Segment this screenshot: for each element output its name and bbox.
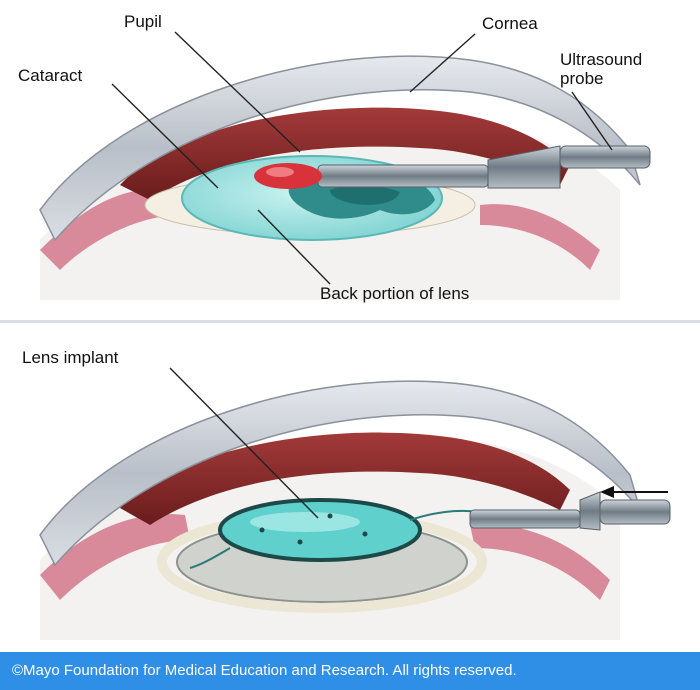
sclera-bottom — [40, 514, 190, 600]
bottom-panel — [39, 367, 671, 640]
label-cornea: Cornea — [482, 14, 538, 33]
label-pupil: Pupil — [124, 12, 162, 31]
copyright-footer: ©Mayo Foundation for Medical Education a… — [0, 652, 700, 690]
top-panel — [39, 31, 651, 300]
label-lens-implant: Lens implant — [22, 348, 119, 367]
injector-shaft — [469, 509, 581, 529]
label-cataract: Cataract — [18, 66, 83, 85]
cornea-top — [39, 55, 641, 242]
label-ultrasound-probe: Ultrasound probe — [560, 50, 643, 88]
insertion-arrow — [600, 486, 614, 498]
panel-divider — [0, 320, 700, 323]
label-back-portion-of-lens: Back portion of lens — [320, 284, 470, 303]
copyright-text: ©Mayo Foundation for Medical Education a… — [12, 662, 517, 679]
sclera-top — [40, 189, 180, 270]
iris-top — [120, 107, 570, 200]
probe-shaft-top — [317, 164, 489, 188]
iris-bottom — [120, 432, 570, 525]
